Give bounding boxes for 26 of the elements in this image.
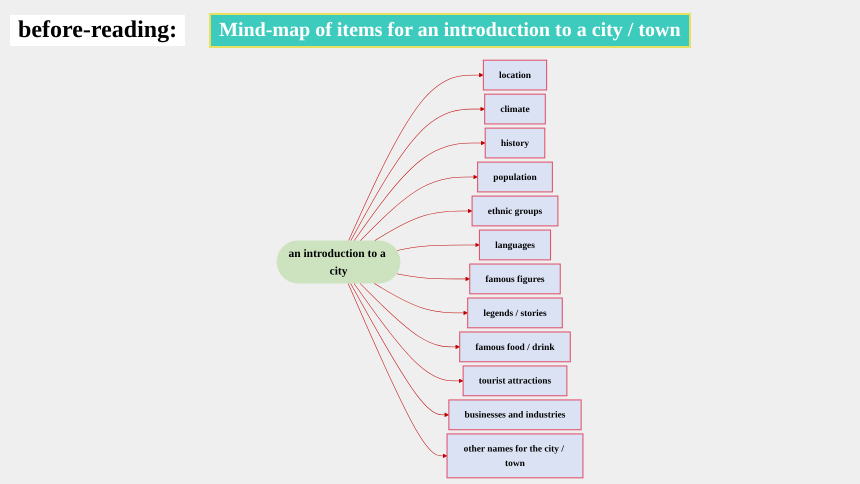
node-box: legends / stories — [467, 297, 563, 328]
node-box: climate — [484, 94, 546, 124]
arrow — [350, 106, 485, 242]
arrow — [348, 283, 448, 458]
node-box: famous food / drink — [459, 331, 571, 362]
arrow — [350, 283, 450, 418]
title-banner: Mind-map of items for an introduction to a city / town — [209, 12, 691, 48]
arrow — [354, 283, 464, 384]
node-box: ethnic groups — [472, 196, 558, 226]
arrow — [354, 140, 486, 242]
node-box: tourist attractions — [462, 365, 568, 396]
node-box: other names for the city / town — [446, 433, 584, 478]
node-box: history — [484, 128, 546, 158]
arrow — [396, 274, 470, 282]
node-box: location — [482, 60, 548, 90]
arrow — [360, 283, 460, 350]
arrow — [396, 242, 480, 251]
node-box: languages — [478, 230, 552, 260]
arrow — [348, 72, 484, 242]
section-label: before-reading: — [10, 14, 186, 46]
arrow — [360, 174, 478, 242]
arrow — [374, 283, 468, 316]
node-box: businesses and industries — [448, 399, 582, 430]
node-box: famous figures — [469, 264, 561, 294]
node-box: population — [477, 162, 553, 192]
arrow — [374, 208, 472, 242]
